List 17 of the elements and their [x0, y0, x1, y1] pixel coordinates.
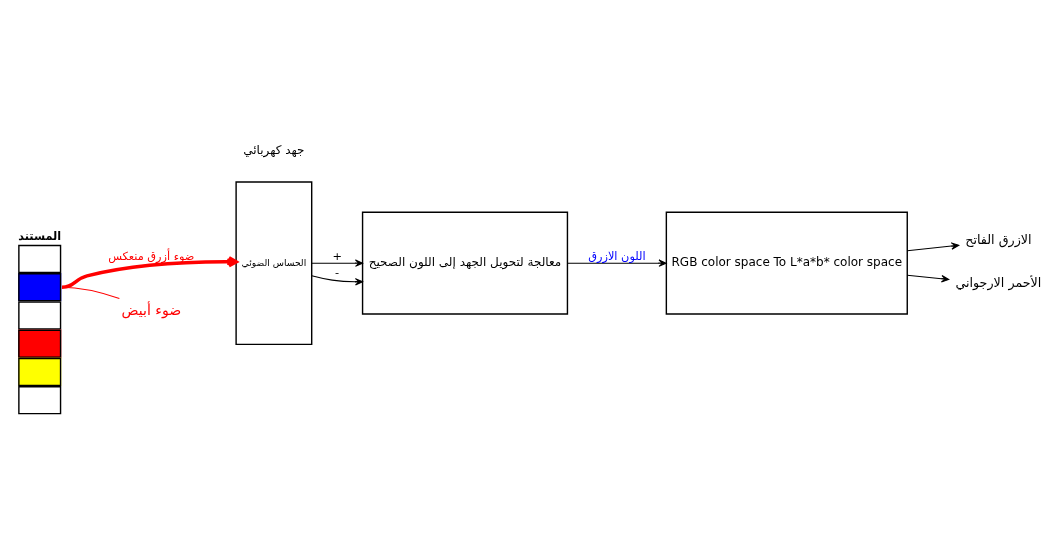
arrow	[311, 274, 364, 286]
arrow	[61, 255, 238, 289]
edge-label: اللون الازرق	[588, 248, 646, 262]
node-box: RGB color space To L*a*b* color space	[665, 211, 908, 315]
arrow	[906, 274, 950, 282]
arrow	[567, 258, 667, 267]
node-text: ضوء أبيض	[121, 301, 182, 318]
node-box: معالجة لتحويل الجهد إلى اللون الصحيح	[361, 211, 569, 315]
node-box: الحساس الضوئي	[235, 180, 313, 345]
label: جهد كهربائي	[243, 142, 305, 157]
arrow	[311, 258, 364, 267]
edge-label: +	[332, 248, 342, 262]
edge-label: -	[335, 265, 340, 279]
node-label: المستند	[18, 229, 62, 243]
node-text: الأحمر الارجواني	[955, 274, 1042, 290]
node-text: الازرق الفاتح	[965, 231, 1032, 247]
arrow	[906, 241, 960, 251]
